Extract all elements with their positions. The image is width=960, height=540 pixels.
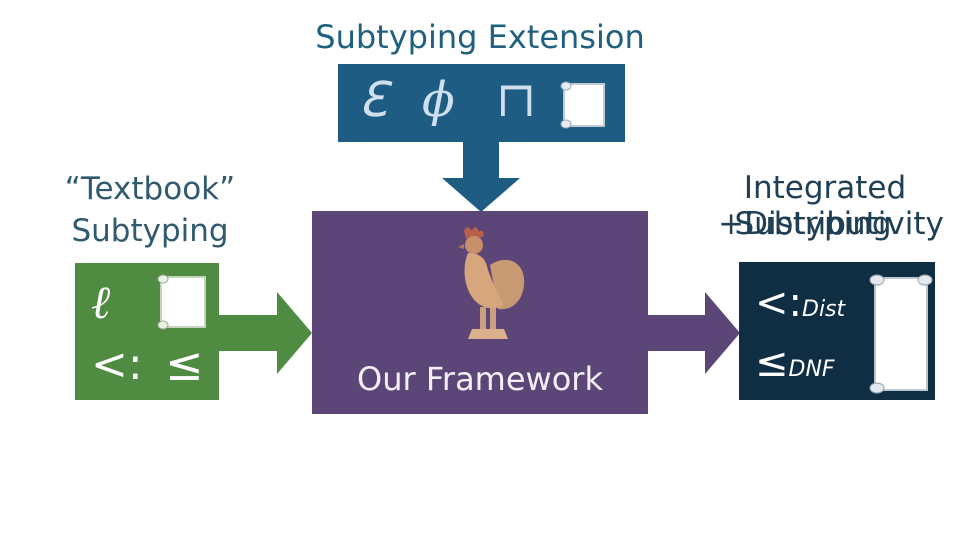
arrow-right-icon — [219, 292, 312, 374]
integrated-label-subtyping: Subtyping — [734, 206, 892, 242]
integrated-label-distributivity: +Distributivity — [718, 206, 944, 242]
subtyping-extension-box: ℇ ϕ ⊓ — [338, 64, 625, 142]
integrated-label-line1: Integrated — [743, 170, 907, 206]
dnf-le-relation: ≤DNF — [755, 340, 835, 386]
scroll-icon — [157, 274, 206, 330]
effect-symbol: ℇ — [358, 72, 388, 128]
integrated-label-line2: +Distributivity Subtyping — [700, 206, 950, 242]
le-symbol: ≤ — [755, 340, 789, 386]
phi-symbol: ϕ — [422, 72, 455, 128]
arrow-down-icon — [442, 142, 520, 212]
arrow-right-icon — [648, 292, 740, 374]
meet-symbol: ⊓ — [496, 72, 537, 128]
framework-box: Our Framework — [312, 211, 648, 414]
integrated-subtyping-box: <:Dist ≤DNF — [739, 262, 935, 400]
integrated-subtyping-label: Integrated +Distributivity Subtyping — [700, 170, 950, 242]
scroll-icon — [560, 81, 605, 129]
framework-label: Our Framework — [357, 360, 603, 398]
textbook-subtyping-label: “Textbook” Subtyping — [40, 168, 260, 252]
dnf-subscript: DNF — [788, 357, 835, 382]
scroll-icon — [869, 274, 933, 394]
dist-subtype-relation: <:Dist — [755, 280, 845, 326]
textbook-label-line1: “Textbook” — [64, 171, 236, 207]
label-ell-symbol: ℓ — [91, 275, 111, 329]
subtype-symbol: <: — [755, 280, 802, 326]
subtype-symbol: <: — [91, 339, 143, 390]
textbook-subtyping-box: ℓ <: ≤ — [75, 263, 219, 400]
rooster-icon — [458, 227, 525, 339]
textbook-label-line2: Subtyping — [71, 213, 229, 249]
dist-subscript: Dist — [802, 297, 846, 322]
le-symbol: ≤ — [165, 337, 204, 391]
subtyping-extension-title: Subtyping Extension — [315, 18, 645, 56]
